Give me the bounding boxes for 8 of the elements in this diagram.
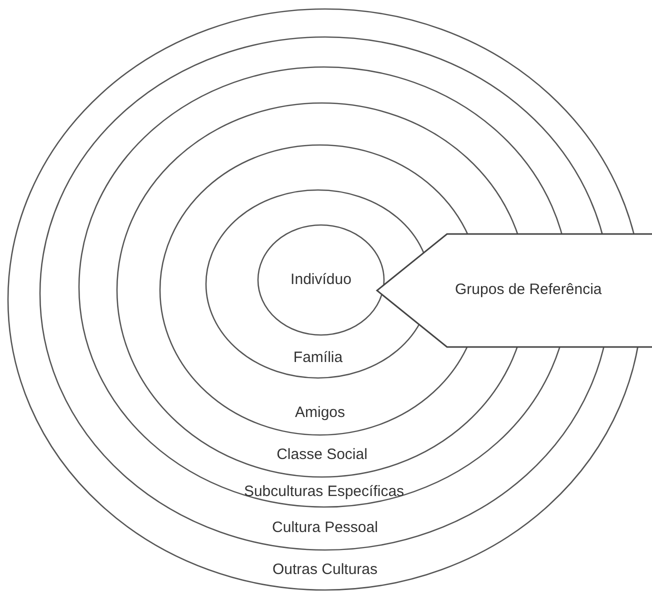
ring-label: Cultura Pessoal	[272, 519, 378, 537]
ring-label: Indivíduo	[290, 271, 352, 289]
pointer-label: Grupos de Referência	[455, 281, 602, 299]
ring-label: Amigos	[294, 404, 346, 422]
ring-label: Classe Social	[276, 446, 368, 464]
ring-label: Outras Culturas	[272, 561, 378, 579]
ring-label: Subculturas Específicas	[244, 483, 404, 501]
ring-label: Família	[293, 349, 343, 367]
